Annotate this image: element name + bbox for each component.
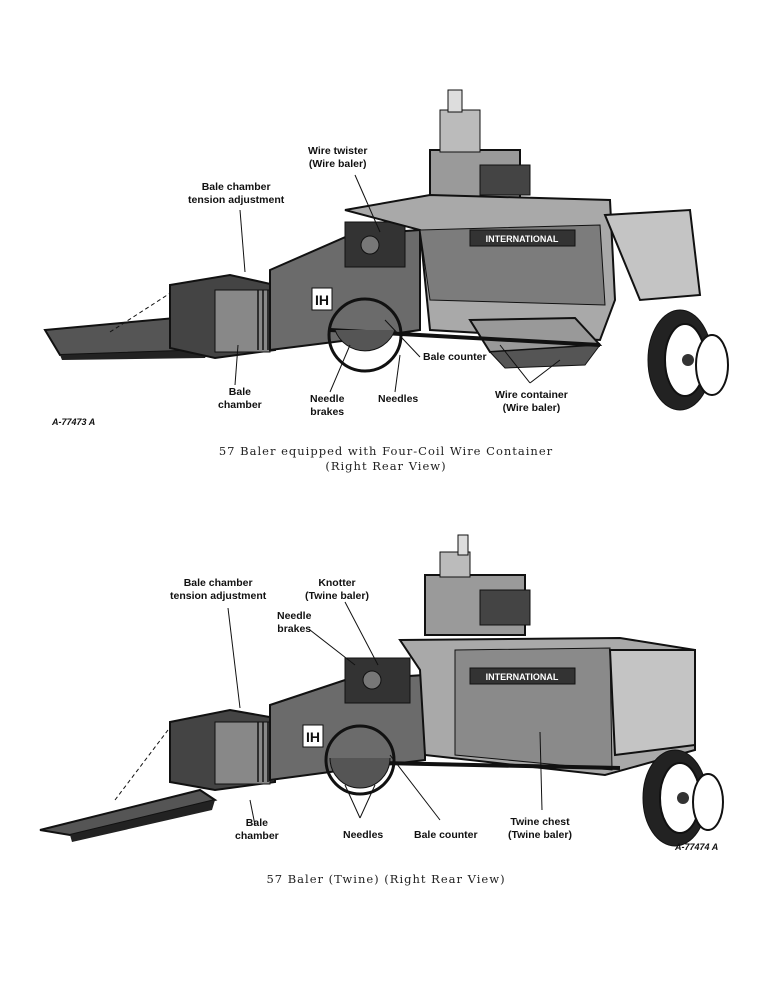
figure-code: A-77473 A: [52, 417, 96, 427]
label-wire-twister: Wire twister(Wire baler): [308, 145, 368, 170]
label-needles: Needles: [343, 829, 384, 841]
svg-text:IH: IH: [306, 729, 320, 745]
brand-plate: INTERNATIONAL: [486, 234, 559, 244]
caption-figure-2: 57 Baler (Twine) (Right Rear View): [266, 872, 506, 886]
label-needles: Needles: [378, 393, 419, 405]
figure-twine-baler: IH INTERNATIONAL: [0, 500, 772, 1000]
label-bale-counter: Bale counter: [423, 351, 487, 363]
svg-text:IH: IH: [315, 292, 329, 308]
caption-figure-1: 57 Baler equipped with Four-Coil Wire Co…: [218, 444, 554, 473]
label-twine-chest: Twine chest(Twine baler): [508, 816, 572, 841]
twine-baler-illustration: IH INTERNATIONAL: [39, 534, 724, 847]
label-knotter: Knotter(Twine baler): [305, 577, 369, 602]
label-wire-container: Wire container(Wire baler): [495, 389, 568, 414]
figure-wire-baler: IH INTERNATIONAL: [43, 89, 729, 473]
brand-plate: INTERNATIONAL: [486, 672, 559, 682]
label-bale-counter: Bale counter: [414, 829, 478, 841]
figure-code: A-77474 A: [675, 842, 719, 852]
wire-baler-illustration: IH INTERNATIONAL: [43, 89, 729, 411]
